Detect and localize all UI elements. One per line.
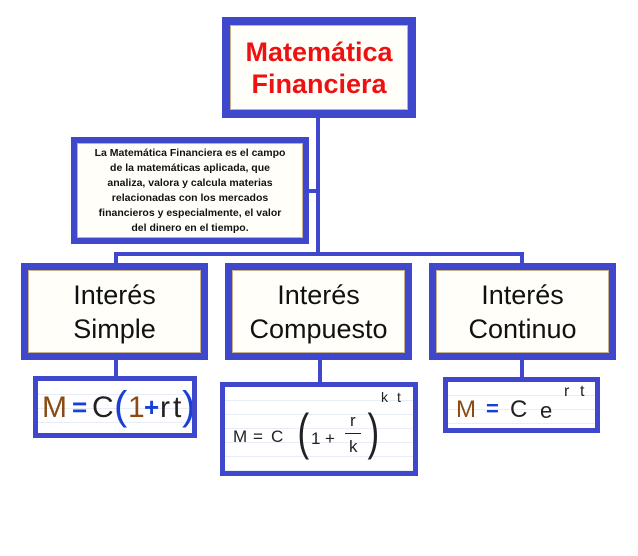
formula-simple-equals: = bbox=[72, 392, 88, 422]
formula-compuesto-plus: + bbox=[325, 429, 335, 448]
node-simple-line1: Interés bbox=[73, 279, 156, 310]
node-compuesto-line1: Interés bbox=[277, 279, 360, 310]
node-continuo-line1: Interés bbox=[481, 279, 564, 310]
root-node: Matemática Financiera bbox=[222, 17, 416, 118]
description-text: La Matemática Financiera es el campo de … bbox=[89, 144, 292, 238]
formula-simple-frame: M = C ( 1 + r t ) bbox=[33, 376, 197, 438]
connector-left bbox=[114, 252, 118, 266]
formula-compuesto-rparen: ) bbox=[367, 404, 380, 460]
formula-simple-r: r bbox=[160, 391, 170, 424]
formula-simple-C: C bbox=[92, 391, 114, 424]
formula-simple-lparen: ( bbox=[114, 384, 128, 428]
node-interes-compuesto: Interés Compuesto bbox=[225, 263, 412, 360]
formula-compuesto-exp-t: t bbox=[397, 389, 401, 405]
description-line: analiza, valora y calcula materias bbox=[107, 176, 273, 189]
formula-continuo-e: e bbox=[540, 398, 553, 423]
node-continuo-line2: Continuo bbox=[468, 313, 577, 344]
formula-continuo-M: M bbox=[456, 396, 476, 423]
description-line: La Matemática Financiera es el campo bbox=[94, 146, 286, 159]
node-compuesto-line2: Compuesto bbox=[249, 313, 388, 344]
formula-simple-t: t bbox=[173, 391, 182, 424]
formula-compuesto-equals: = bbox=[253, 427, 263, 446]
description-node: La Matemática Financiera es el campo de … bbox=[71, 137, 309, 244]
description-line: de la matemáticas aplicada, que bbox=[110, 161, 270, 174]
formula-compuesto-denominator: k bbox=[349, 437, 358, 456]
root-title-line1: Matemática bbox=[245, 36, 393, 67]
formula-compuesto-M: M bbox=[233, 427, 248, 446]
connector-horizontal bbox=[114, 252, 524, 256]
connector-desc bbox=[304, 189, 318, 193]
formula-continuo-frame: M = C e r t bbox=[443, 377, 600, 433]
formula-compuesto-fraction-bar bbox=[345, 433, 361, 434]
formula-continuo-exp-t: t bbox=[580, 383, 585, 400]
formula-compuesto: M = C ( 1 + r k ) k t bbox=[225, 387, 413, 471]
formula-continuo: M = C e r t bbox=[448, 382, 595, 428]
formula-compuesto-C: C bbox=[271, 427, 284, 446]
formula-compuesto-frame: M = C ( 1 + r k ) k t bbox=[220, 382, 418, 476]
node-interes-continuo: Interés Continuo bbox=[429, 263, 616, 360]
connector-compuesto-formula bbox=[318, 360, 322, 384]
connector-trunk bbox=[316, 118, 320, 256]
description-line: del dinero en el tiempo. bbox=[131, 221, 249, 234]
formula-compuesto-lparen: ( bbox=[297, 404, 310, 460]
formula-simple-one: 1 bbox=[128, 391, 145, 424]
connector-right bbox=[520, 252, 524, 266]
description-line: relacionadas con los mercados bbox=[111, 191, 269, 204]
description-line: financieros y especialmente, el valor bbox=[98, 206, 282, 219]
formula-simple-M: M bbox=[42, 391, 67, 424]
node-interes-simple: Interés Simple bbox=[21, 263, 208, 360]
formula-compuesto-exp-k: k bbox=[381, 389, 388, 405]
formula-compuesto-numerator: r bbox=[350, 411, 356, 430]
root-title-line2: Financiera bbox=[251, 68, 387, 99]
formula-continuo-C: C bbox=[510, 396, 528, 423]
connector-simple-formula bbox=[114, 358, 118, 378]
formula-continuo-equals: = bbox=[486, 396, 499, 421]
formula-compuesto-one: 1 bbox=[311, 429, 321, 448]
connector-continuo-formula bbox=[520, 360, 524, 380]
formula-simple-plus: + bbox=[144, 392, 160, 422]
formula-simple: M = C ( 1 + r t ) bbox=[38, 381, 192, 433]
formula-continuo-exp-r: r bbox=[564, 383, 570, 400]
formula-simple-rparen: ) bbox=[182, 384, 192, 429]
node-simple-line2: Simple bbox=[73, 313, 156, 344]
